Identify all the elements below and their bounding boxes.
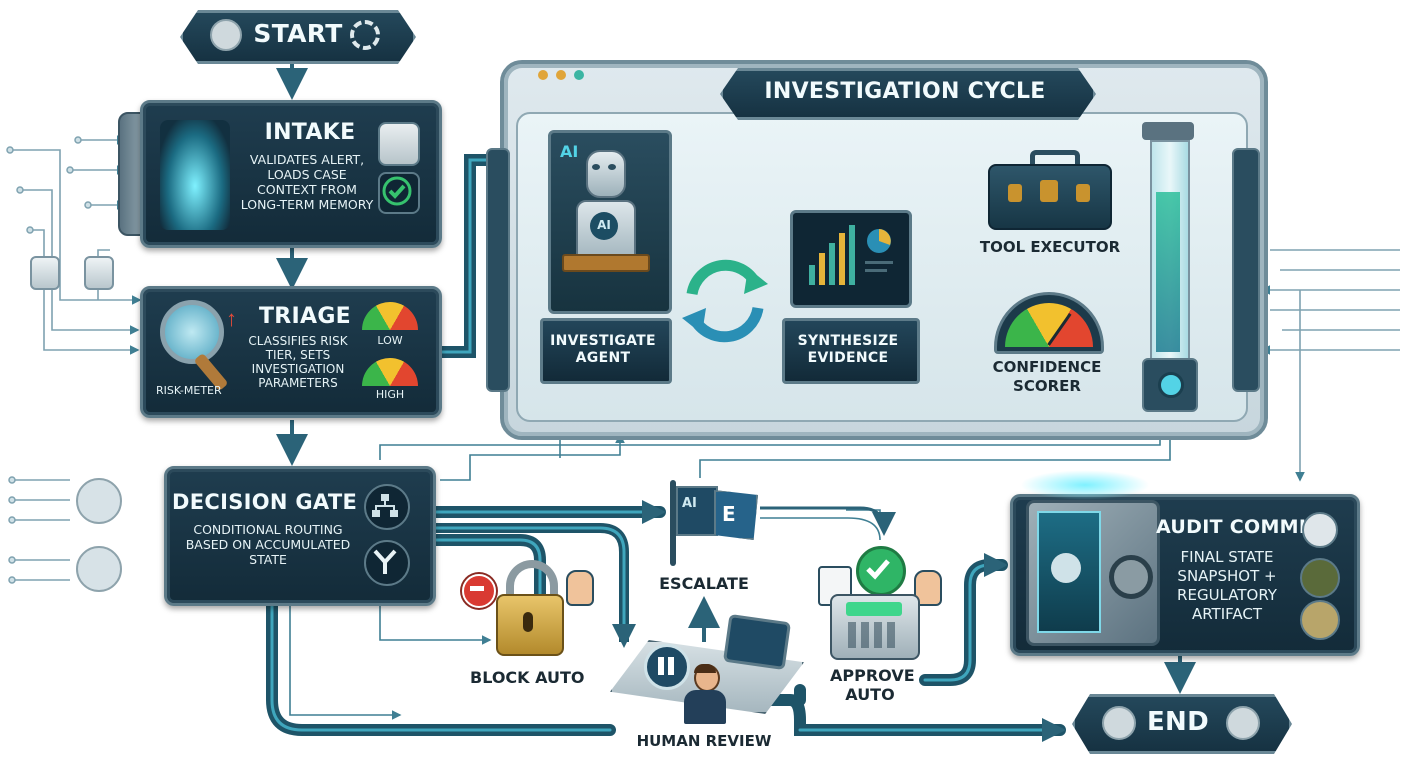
document-icon [1302, 512, 1338, 548]
triage-meter-label: RISK-METER [156, 384, 222, 397]
up-arrow-icon: ↑ [226, 306, 237, 331]
fork-arrow-icon [364, 540, 410, 586]
end-label: END [1146, 707, 1209, 737]
reviewer-person-icon [684, 664, 726, 726]
database-check-icon [84, 256, 114, 290]
bar-chart-icon [809, 225, 893, 285]
approve-auto-label: APPROVE AUTO [830, 666, 915, 704]
agent-screen-badge: AI [560, 142, 579, 161]
synthesize-evidence-label: SYNTHESIZE EVIDENCE [797, 333, 899, 366]
confidence-gauge-icon[interactable] [994, 292, 1104, 354]
investigation-cycle-title: INVESTIGATION CYCLE [764, 79, 1046, 104]
stop-bar [470, 586, 484, 591]
escalate-flag-e: E [722, 502, 736, 526]
padlock-icon[interactable] [496, 560, 564, 656]
approve-check-icon [856, 546, 906, 596]
robot-icon [562, 150, 650, 300]
hierarchy-icon [364, 484, 410, 530]
synthesize-monitor [790, 210, 912, 308]
magnifier-icon [160, 300, 224, 364]
data-tube-icon [1142, 122, 1198, 412]
stop-sign-icon [462, 574, 496, 608]
database-icon [378, 122, 420, 166]
pause-icon[interactable] [644, 644, 690, 690]
safe-icon [1300, 600, 1340, 640]
audit-commit-title: AUDIT COMMIT [1156, 516, 1320, 538]
intake-title: INTAKE [264, 120, 356, 145]
intake-description: VALIDATES ALERT, LOADS CASE CONTEXT FROM… [240, 152, 374, 212]
confidence-scorer-label: CONFIDENCE SCORER [992, 358, 1102, 395]
seal-icon [1226, 706, 1260, 740]
toolbox-icon[interactable] [988, 150, 1112, 230]
escalate-flag-ai: AI [682, 496, 697, 511]
block-auto-label: BLOCK AUTO [470, 668, 585, 687]
hand-stop-icon [566, 570, 594, 606]
low-gauge-label: LOW [377, 334, 403, 347]
decision-gate-description: CONDITIONAL ROUTING BASED ON ACCUMULATED… [185, 522, 351, 567]
triage-title: TRIAGE [258, 304, 352, 329]
escalate-label: ESCALATE [659, 574, 749, 593]
window-dot-icon [556, 70, 566, 80]
triage-description: CLASSIFIES RISK TIER, SETS INVESTIGATION… [248, 334, 348, 390]
agent-chest-badge: AI [597, 218, 611, 232]
high-gauge-label: HIGH [375, 388, 405, 401]
seal-icon [1102, 706, 1136, 740]
decision-gate-title: DECISION GATE [172, 490, 358, 514]
investigate-agent-label: INVESTIGATE AGENT [550, 333, 656, 366]
investigation-cycle-header [720, 68, 1096, 120]
network-icon [76, 546, 122, 592]
synthesize-label-plate[interactable] [782, 318, 920, 384]
window-dot-icon [538, 70, 548, 80]
stamp-icon [1300, 558, 1340, 598]
cycle-arrows-icon [682, 259, 768, 343]
hologram-database-icon [160, 120, 230, 230]
vault-icon [1026, 500, 1160, 646]
tool-executor-label: TOOL EXECUTOR [979, 238, 1121, 256]
checkmark-icon [378, 172, 420, 214]
database-icon [76, 478, 122, 524]
start-label: START [253, 19, 343, 48]
agent-label-plate[interactable] [540, 318, 672, 384]
seal-icon [210, 19, 242, 51]
vault-glow [1020, 470, 1150, 500]
escalate-flag-icon[interactable] [668, 480, 758, 566]
window-dot-icon [574, 70, 584, 80]
side-connector [1232, 148, 1260, 392]
gear-icon [350, 20, 380, 50]
database-icon [30, 256, 60, 290]
audit-commit-description: FINAL STATE SNAPSHOT + REGULATORY ARTIFA… [1177, 548, 1277, 623]
human-review-label: HUMAN REVIEW [636, 732, 772, 750]
side-connector [486, 148, 510, 392]
tablet-icon [722, 613, 792, 671]
terminal-icon[interactable] [830, 594, 920, 660]
